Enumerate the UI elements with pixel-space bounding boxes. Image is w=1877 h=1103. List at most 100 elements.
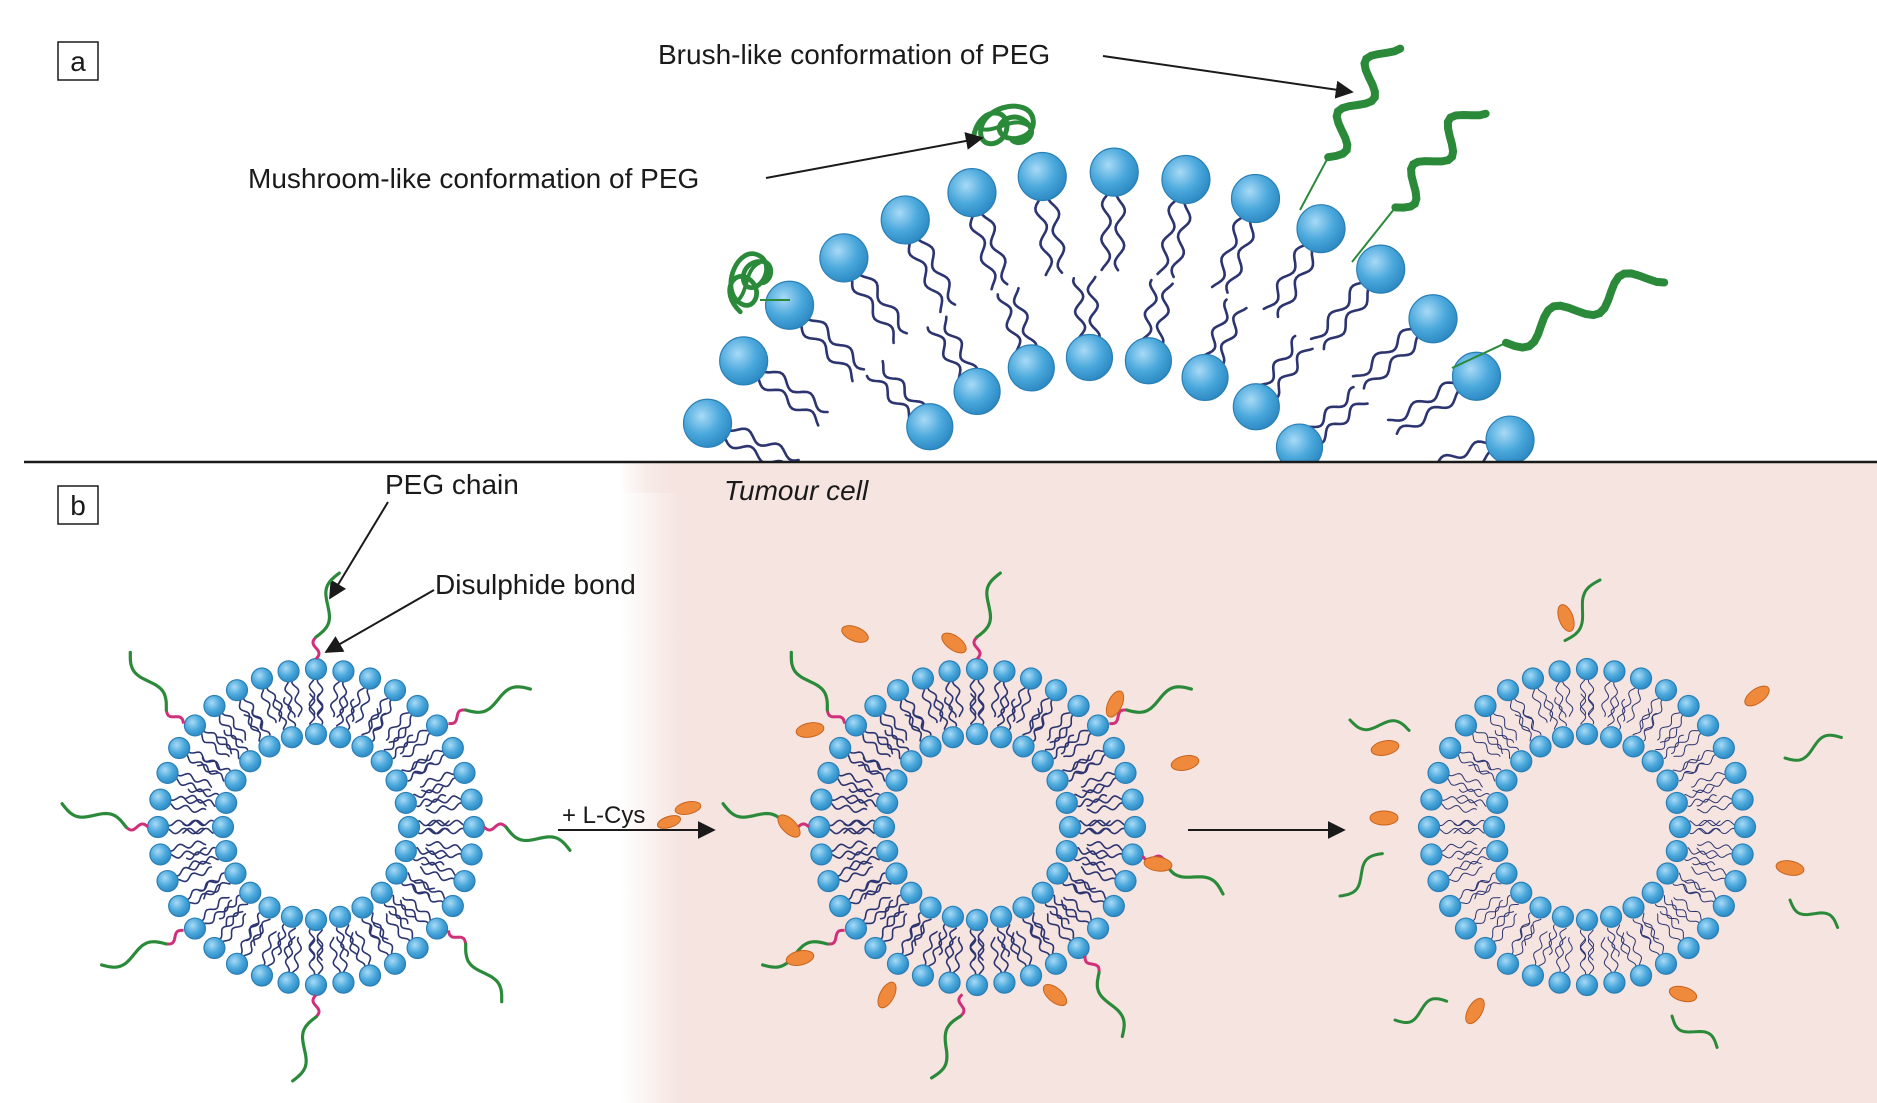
- lipid-tail: [882, 711, 908, 741]
- lipid-head: [441, 894, 464, 918]
- lipid-tail: [861, 896, 891, 922]
- lipid-tail: [399, 899, 429, 925]
- lipid-head: [225, 679, 249, 702]
- lipid-head: [215, 791, 238, 815]
- lipid-tail: [277, 924, 287, 956]
- lipid-tail: [203, 882, 231, 900]
- lipid-tail: [859, 872, 886, 892]
- peg-chain: [1788, 898, 1840, 929]
- lipid-tail: [1011, 686, 1027, 722]
- lipid-head: [453, 761, 476, 785]
- lipid-tail: [185, 846, 216, 860]
- lipid-tail: [1440, 840, 1477, 852]
- lipid-head: [385, 862, 408, 885]
- peg-chain: [464, 685, 532, 714]
- lipid-tail: [223, 729, 249, 751]
- lipid-tail: [723, 426, 800, 462]
- lipid-tail: [1509, 699, 1530, 732]
- lipid-tail: [912, 709, 932, 736]
- lipid-tail: [1554, 697, 1567, 727]
- lipid-tail: [1082, 777, 1118, 794]
- peg-coil: [727, 251, 774, 315]
- lipid-head: [1677, 936, 1700, 960]
- lipid-tail: [1079, 827, 1111, 835]
- mushroom-arrow: [765, 132, 984, 179]
- peg-chain: [1563, 578, 1602, 643]
- lipid-tail: [1696, 847, 1733, 858]
- lipid-head: [383, 952, 407, 975]
- lipid-tail: [345, 698, 355, 730]
- peg-chain: [100, 940, 168, 969]
- lipid-tail: [335, 696, 349, 727]
- lipid-tail: [1640, 697, 1660, 730]
- l-cys-molecule: [1370, 740, 1400, 756]
- lipid-tail: [1257, 334, 1297, 388]
- lipid-tail: [275, 699, 288, 730]
- lipid-tail: [858, 763, 886, 782]
- lipid-head: [941, 726, 965, 749]
- lipid-tail: [1600, 937, 1612, 974]
- l-cys-molecule: [1369, 810, 1399, 826]
- lipid-tail: [1663, 895, 1686, 918]
- peg-chain-arrow: [329, 501, 389, 600]
- lipid-tail: [830, 802, 868, 814]
- lipid-tail: [1659, 714, 1684, 743]
- lipid-tail: [1698, 819, 1736, 827]
- lipid-tail: [1032, 912, 1050, 940]
- lipid-tail: [284, 936, 296, 974]
- lipid-tail: [1663, 734, 1684, 759]
- lipid-head: [239, 881, 262, 904]
- lipid-head: [1529, 896, 1552, 919]
- panel-b-letter-box: b: [57, 485, 99, 525]
- peg-chain: [504, 825, 572, 852]
- lipid-tail: [1077, 794, 1108, 808]
- lipid-head: [1454, 714, 1478, 737]
- disulphide-bond: [311, 636, 321, 660]
- lipid-tail: [997, 680, 1009, 718]
- lipid-tail: [990, 680, 1002, 718]
- lipid-tail: [1678, 762, 1705, 782]
- lipid-head: [1622, 735, 1645, 758]
- lipid-tail: [1474, 730, 1503, 755]
- lipid-tail: [1219, 306, 1248, 367]
- lipid-tail: [1210, 213, 1248, 289]
- lipid-tail: [169, 847, 207, 859]
- mushroom-label: Mushroom-like conformation of PEG: [248, 163, 699, 194]
- lipid-head: [1641, 881, 1664, 904]
- lipid-head: [304, 722, 328, 746]
- lipid-head: [965, 657, 989, 681]
- lipid-head: [993, 971, 1016, 994]
- lipid-tail: [836, 777, 872, 793]
- lipid-tail: [843, 827, 875, 835]
- lipid-head: [351, 735, 374, 758]
- lipid-tail: [1074, 786, 1105, 799]
- peg-chain: [1670, 1014, 1719, 1049]
- lipid-tail: [865, 374, 911, 423]
- lipid-head: [1124, 337, 1173, 385]
- lipid-tail: [1225, 215, 1255, 294]
- lipid-tail: [372, 712, 387, 742]
- lipid-tail: [1155, 282, 1174, 347]
- disulphide-bond: [125, 822, 149, 832]
- lipid-tail: [372, 922, 394, 956]
- lipid-tail: [383, 903, 409, 925]
- lipid-tail: [176, 772, 213, 788]
- lipid-head: [1086, 917, 1110, 940]
- peg-coil: [731, 260, 762, 306]
- lipid-tail: [847, 753, 880, 774]
- lipid-head: [328, 905, 352, 928]
- lipid-head: [719, 336, 769, 386]
- lipid-head: [885, 769, 908, 792]
- lipid-tail: [849, 855, 880, 868]
- lipid-tail: [187, 788, 219, 798]
- lipid-tail: [1448, 866, 1483, 882]
- lipid-tail: [1687, 847, 1718, 860]
- lipid-tail: [944, 696, 958, 727]
- lipid-head: [1474, 936, 1497, 960]
- lipid-head: [1551, 905, 1575, 928]
- lipid-tail: [927, 932, 943, 968]
- lipid-tail: [906, 912, 921, 942]
- lipid-head: [1724, 761, 1747, 785]
- lipid-tail: [1684, 880, 1717, 900]
- lipid-tail: [936, 699, 949, 730]
